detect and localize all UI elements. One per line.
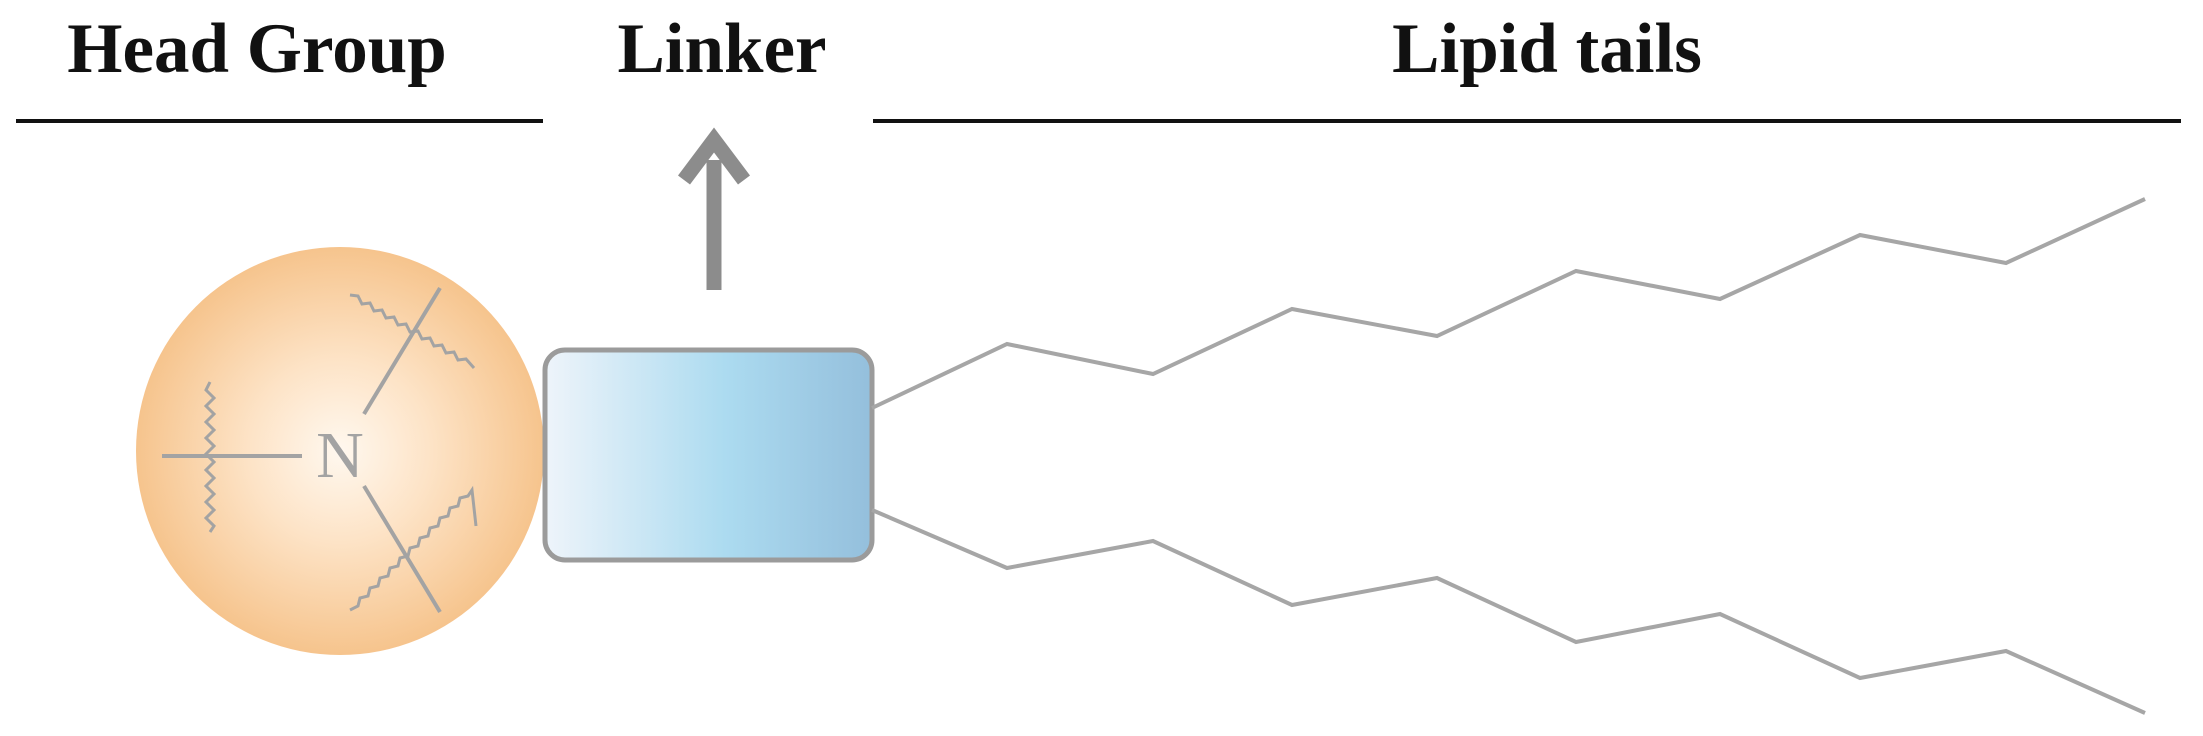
- upper-wavy-bond: [349, 293, 476, 369]
- amine-structure: [162, 286, 478, 614]
- upper-lipid-tail: [871, 197, 2146, 410]
- head-group-sphere: [136, 247, 544, 655]
- nitrogen-label: N: [316, 419, 364, 492]
- up-arrow-icon: [678, 127, 750, 290]
- linker-heading: Linker: [617, 10, 826, 88]
- left-wavy-bond: [203, 381, 217, 533]
- lipid-tails-heading: Lipid tails: [1392, 10, 1702, 88]
- lower-wavy-bond: [349, 485, 478, 612]
- linker-box: [542, 347, 875, 563]
- head-group-heading: Head Group: [67, 10, 446, 88]
- lower-lipid-tail: [871, 508, 2146, 715]
